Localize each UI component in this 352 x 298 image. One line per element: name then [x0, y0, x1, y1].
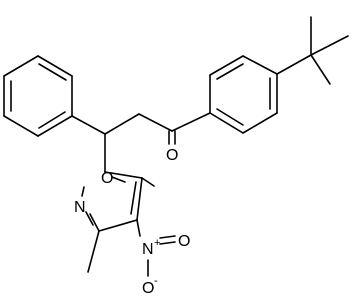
- nitro-nitrogen-label: N: [142, 241, 154, 258]
- nitro-oxygen-bottom-label: O: [142, 280, 154, 297]
- isoxazole-ring: [81, 176, 155, 232]
- nitro-plus-charge: +: [154, 237, 160, 249]
- ring-oxygen-label: O: [101, 170, 113, 187]
- phenyl-ring: [3, 55, 73, 137]
- nitro-group: [136, 219, 176, 277]
- tert-butyl-group: [276, 16, 349, 85]
- nitro-minus-charge: -: [154, 275, 158, 287]
- carbonyl-group: [168, 130, 176, 145]
- ring-nitrogen-label: N: [74, 199, 86, 216]
- carbonyl-oxygen-label: O: [166, 147, 178, 164]
- alkyl-chain: [71, 112, 211, 179]
- methyl-bond: [87, 230, 100, 273]
- aryl-ring: [209, 55, 278, 134]
- nitro-oxygen-top-label: O: [178, 233, 190, 250]
